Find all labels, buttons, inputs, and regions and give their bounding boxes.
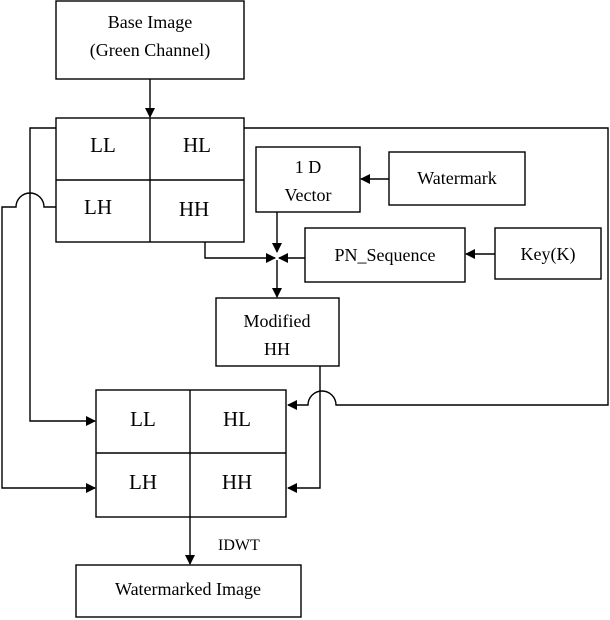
hl-passthrough-connector <box>244 127 609 410</box>
base-image-label-line1: Base Image <box>108 12 192 32</box>
modified-hh-node: Modified HH <box>215 297 340 367</box>
ll-passthrough-connector <box>29 127 96 426</box>
top-hh-label: HH <box>179 197 209 221</box>
top-hl-label: HL <box>183 133 211 157</box>
modified-hh-label-line1: Modified <box>244 311 311 331</box>
idwt-subbands-bottom: LL HL LH HH <box>95 389 287 518</box>
key-label: Key(K) <box>521 244 576 265</box>
watermark-node: Watermark <box>388 151 526 206</box>
bottom-hh-label: HH <box>222 470 252 494</box>
top-ll-label: LL <box>90 133 116 157</box>
bottom-ll-label: LL <box>130 407 156 431</box>
bottom-hl-label: HL <box>223 407 251 431</box>
bottom-lh-label: LH <box>129 470 157 494</box>
pn-sequence-node: PN_Sequence <box>304 227 466 283</box>
idwt-label: IDWT <box>218 537 260 554</box>
watermark-label: Watermark <box>417 168 497 188</box>
modified-to-bottom-hh-arrow <box>287 366 321 493</box>
base-image-node: Base Image (Green Channel) <box>55 0 245 80</box>
top-lh-label: LH <box>84 195 112 219</box>
key-node: Key(K) <box>494 227 602 280</box>
vector-node: 1 D Vector <box>255 146 361 213</box>
vector-label-line2: Vector <box>285 185 332 205</box>
modified-hh-label-line2: HH <box>264 339 290 359</box>
vector-label-line1: 1 D <box>295 157 322 177</box>
watermarked-image-node: Watermarked Image <box>75 564 302 618</box>
base-image-label-line2: (Green Channel) <box>90 40 210 61</box>
dwt-subbands-top: LL HL LH HH <box>55 117 245 243</box>
lh-passthrough-connector <box>1 192 96 493</box>
pn-sequence-label: PN_Sequence <box>335 245 436 265</box>
watermarked-image-label: Watermarked Image <box>115 579 261 599</box>
hh-to-merge-arrow <box>204 242 276 263</box>
